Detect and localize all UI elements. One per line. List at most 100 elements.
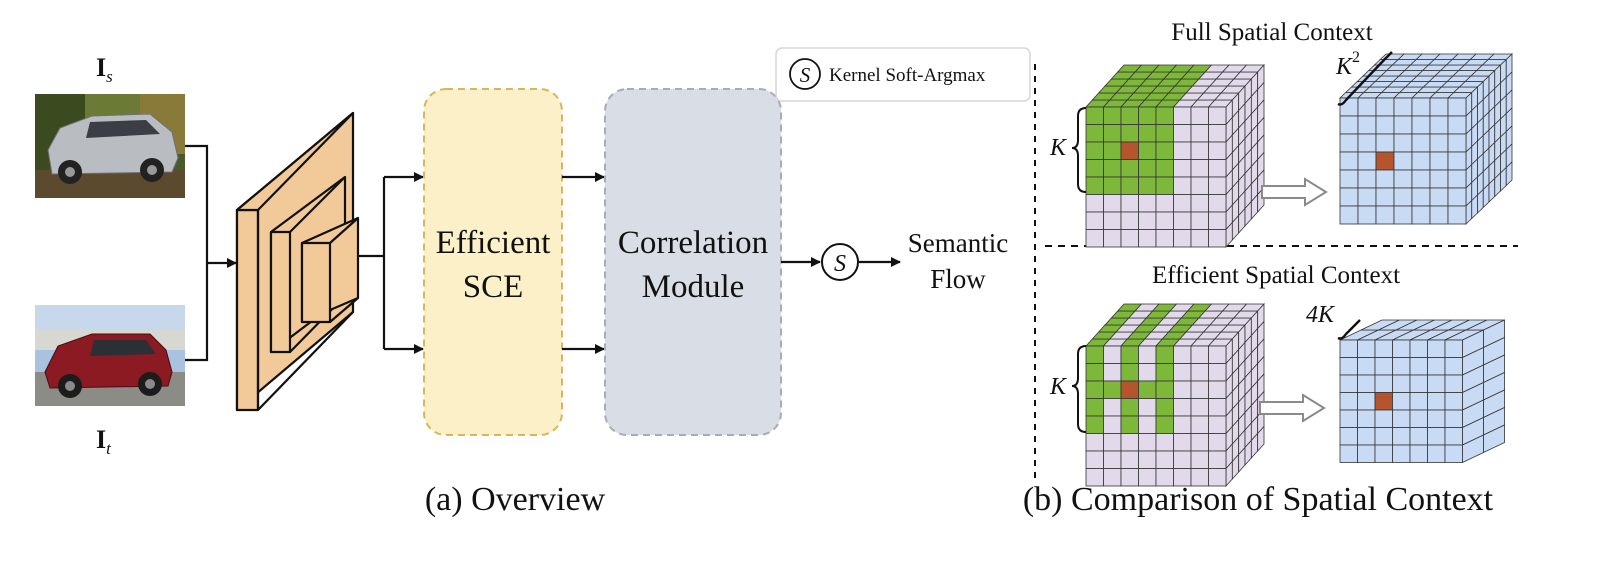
full-volume-cube-front-cell: [1339, 97, 1359, 117]
full-context-cube-front-cell: [1085, 159, 1104, 178]
efficient-context-cube-front-cell: [1085, 345, 1104, 364]
efficient-context-cube-front-cell: [1138, 363, 1157, 382]
full-context-cube-front-cell: [1173, 159, 1192, 178]
efficient-context-cube-front-cell: [1120, 363, 1139, 382]
efficient-context-cube-front-cell: [1173, 415, 1192, 434]
full-context-cube-front-cell: [1208, 211, 1227, 230]
legend-symbol: S: [800, 63, 811, 87]
correlation-module-block: [604, 88, 782, 436]
efficient-context-cube-front-cell: [1208, 363, 1227, 382]
efficient-volume-cube-front-cell: [1357, 357, 1376, 376]
full-context-cube-front-cell: [1173, 124, 1192, 143]
source-image-label: Is: [96, 53, 113, 86]
efficient-context-cube-front-cell: [1208, 380, 1227, 399]
efficient-context-cube-front-cell: [1190, 363, 1209, 382]
full-volume-cube-front-cell: [1411, 151, 1431, 171]
efficient-volume-cube-front-cell: [1339, 339, 1358, 358]
efficient-volume-cube-front-cell: [1392, 339, 1411, 358]
efficient-context-cube-front-cell: [1138, 415, 1157, 434]
full-volume-cube-side-cell: [1505, 161, 1513, 187]
full-volume-cube-front-cell: [1411, 187, 1431, 207]
efficient-volume-cube-front-cell: [1392, 357, 1411, 376]
full-context-cube-front-cell: [1138, 176, 1157, 195]
full-volume-cube-front-cell: [1339, 187, 1359, 207]
efficient-volume-cube-front-cell: [1427, 392, 1446, 411]
full-context-cube-front-cell: [1138, 159, 1157, 178]
full-volume-cube-front-cell: [1357, 133, 1377, 153]
full-context-cube-front-cell: [1103, 106, 1122, 125]
full-context-cube-front-cell: [1208, 194, 1227, 213]
efficient-volume-cube-front-cell: [1444, 357, 1463, 376]
efficient-context-cube-front-cell: [1138, 433, 1157, 452]
full-volume-cube-front-cell: [1393, 151, 1413, 171]
efficient-context-cube-front-cell: [1085, 415, 1104, 434]
full-context-cube-front-cell: [1085, 141, 1104, 160]
efficient-volume-cube-front-cell: [1427, 409, 1446, 428]
efficient-context-cube-front-cell: [1120, 345, 1139, 364]
full-volume-cube-front-cell: [1375, 169, 1395, 189]
full-context-cube-front-cell: [1103, 229, 1122, 248]
soft-argmax-node: [821, 243, 859, 281]
full-context-cube-front-cell: [1173, 194, 1192, 213]
efficient-context-cube-front-cell: [1155, 415, 1174, 434]
efficient-volume-cube-front-cell: [1444, 409, 1463, 428]
full-context-cube-front-cell: [1085, 194, 1104, 213]
sce-label-line1: Efficient: [436, 225, 551, 261]
transform-arrow-top: [1261, 177, 1328, 207]
target-image-label: It: [96, 425, 112, 458]
efficient-volume-cube-side-cell: [1483, 424, 1505, 454]
full-context-cube-front-cell: [1085, 211, 1104, 230]
full-context-cube-front-cell: [1103, 159, 1122, 178]
full-context-cube-front-cell: [1103, 211, 1122, 230]
efficient-context-cube-front-cell: [1103, 380, 1122, 399]
full-context-cube-front-cell: [1173, 229, 1192, 248]
k2-depth-brace: [1337, 51, 1393, 106]
efficient-context-cube-front-cell: [1120, 450, 1139, 469]
full-context-cube-front-cell: [1120, 229, 1139, 248]
efficient-volume-cube-front-cell: [1339, 409, 1358, 428]
full-context-cube-front-cell: [1120, 176, 1139, 195]
efficient-volume-cube-front-cell: [1427, 357, 1446, 376]
context-cubes: [1085, 53, 1513, 488]
caption-comparison: (b) Comparison of Spatial Context: [1023, 481, 1494, 518]
full-context-cube-front-cell: [1155, 159, 1174, 178]
efficient-context-cube-front-cell: [1208, 345, 1227, 364]
efficient-volume-cube-front-cell: [1392, 409, 1411, 428]
efficient-volume-cube-front-cell: [1357, 444, 1376, 463]
k-label-top: K: [1049, 135, 1068, 161]
efficient-context-cube-front-cell: [1173, 380, 1192, 399]
full-volume-cube-front-cell: [1411, 169, 1431, 189]
efficient-volume-cube-front-cell: [1392, 444, 1411, 463]
full-volume-cube-front-cell: [1447, 115, 1467, 135]
efficient-volume-cube-front-cell: [1374, 427, 1393, 446]
full-context-cube-front-cell: [1173, 176, 1192, 195]
soft-argmax-node-symbol: S: [834, 251, 846, 277]
output-label-line2: Flow: [930, 264, 986, 294]
full-volume-cube-front-cell: [1393, 115, 1413, 135]
efficient-context-cube-front-cell: [1155, 450, 1174, 469]
full-volume-cube-front-cell: [1375, 97, 1395, 117]
efficient-context-cube-front-cell: [1155, 380, 1174, 399]
efficient-volume-cube-front-cell: [1409, 392, 1428, 411]
efficient-context-cube-front-cell: [1208, 398, 1227, 417]
efficient-context-cube-front-cell: [1085, 433, 1104, 452]
full-volume-cube-front-cell: [1429, 151, 1449, 171]
efficient-volume-cube-front-cell: [1444, 427, 1463, 446]
full-context-cube-front-cell: [1208, 141, 1227, 160]
full-context-cube-front-cell: [1155, 106, 1174, 125]
full-volume-cube-front-cell: [1447, 97, 1467, 117]
full-volume-cube-front-cell: [1393, 169, 1413, 189]
full-volume-cube-front-cell: [1357, 169, 1377, 189]
full-context-cube-front-cell: [1138, 124, 1157, 143]
efficient-context-cube-front-cell: [1173, 433, 1192, 452]
efficient-context-cube-front-cell: [1173, 345, 1192, 364]
efficient-context-cube-front-cell: [1173, 450, 1192, 469]
full-volume-cube-front-cell: [1429, 205, 1449, 225]
source-image: [35, 94, 185, 198]
full-volume-cube-front-cell: [1447, 205, 1467, 225]
fourk-label: 4K: [1306, 302, 1336, 328]
efficient-context-cube-front-cell: [1085, 380, 1104, 399]
efficient-context-cube-front-cell: [1120, 380, 1139, 399]
correlation-label-line2: Module: [642, 269, 745, 305]
